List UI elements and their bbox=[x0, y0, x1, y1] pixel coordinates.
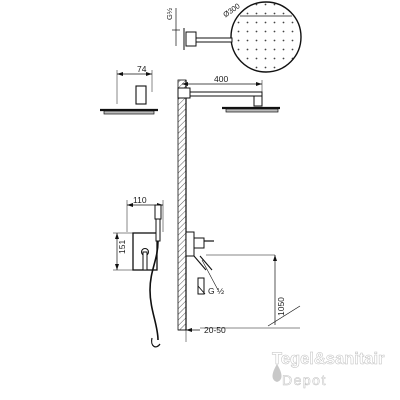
head-side-view: 74 bbox=[100, 64, 158, 115]
mount-height-label: 1050 bbox=[276, 297, 286, 316]
watermark-logo: Tegel&sanitair Depot bbox=[272, 350, 386, 389]
outlet-thread-dimension: G ½ bbox=[201, 259, 224, 296]
rain-head-top-view bbox=[183, 1, 302, 73]
shower-arm bbox=[177, 87, 280, 113]
arm-length-label: 400 bbox=[214, 74, 228, 84]
watermark-brand: Tegel&sanitair bbox=[272, 350, 385, 368]
mount-height-dimension: 1050 bbox=[200, 255, 301, 329]
watermark-sub: Depot bbox=[282, 372, 327, 388]
wall-section bbox=[177, 79, 187, 331]
valve-side-view bbox=[185, 231, 214, 295]
arm-dimension: 400 bbox=[182, 74, 263, 98]
head-depth-label: 74 bbox=[137, 64, 147, 74]
valve-width-label: 110 bbox=[133, 195, 147, 205]
arm-thread-label: G½ bbox=[165, 7, 174, 20]
wall-depth-dimension: 20-50 bbox=[178, 318, 226, 342]
valve-height-label: 151 bbox=[117, 240, 127, 254]
valve-plate bbox=[132, 232, 158, 271]
outlet-thread-label: G ½ bbox=[208, 286, 224, 296]
wall-depth-label: 20-50 bbox=[204, 325, 226, 335]
hand-shower bbox=[149, 204, 162, 348]
valve-height-dimension: 151 bbox=[113, 232, 133, 271]
arm-thread-dimension: G½ bbox=[165, 7, 180, 46]
